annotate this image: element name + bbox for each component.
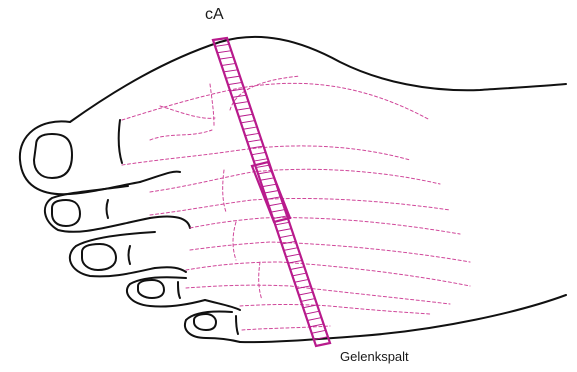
ruler-tick [219,57,233,59]
ruler-tick [239,114,253,116]
ruler-tick [269,203,283,206]
ruler-tick [295,279,309,282]
toes [20,120,240,342]
metatarsal-3-upper [190,218,460,234]
big-toe-nail [34,134,72,178]
ruler-tick [245,133,259,135]
ruler-tick [224,70,238,72]
ruler-tick [260,178,274,180]
metatarsal-4-upper [186,262,470,286]
ruler-tick [265,191,279,194]
bone-outlines [122,76,470,330]
fourth-toe-crease [178,282,180,298]
ruler-tick [299,292,313,295]
ruler-tick [301,299,315,302]
ruler-tick [303,305,317,308]
ruler-tick [241,121,255,123]
foot-sole-contour [240,295,566,342]
foot-dorsal-contour [70,37,566,122]
ruler-tick [243,127,257,129]
ruler-tick [217,51,231,53]
ruler-tick [292,273,306,276]
ruler-tick [230,89,244,91]
second-toe-nail [52,200,80,226]
fifth-toe-crease [236,316,238,334]
ruler-tick [226,76,240,78]
metatarsal-4-lower [186,285,450,304]
ruler-tick [254,159,268,161]
metatarsal-3-lower [190,242,470,262]
ruler-tick [258,171,272,173]
ruler-tick [215,44,229,46]
ruler-tick [280,235,294,238]
big-toe [20,121,140,194]
second-toe-crease [107,200,109,218]
ruler-tick [247,140,261,142]
ruler-tick [305,311,319,314]
metatarsal-5-upper [240,305,430,315]
label-gelenkspalt: Gelenkspalt [340,349,409,364]
ruler-tick [271,210,285,213]
ruler-tick [237,108,251,110]
ruler-tick [252,152,266,154]
metatarsal-2-lower [150,198,450,215]
metatarsal-2-upper [150,169,440,192]
ruler-tick [284,248,298,251]
second-toe [45,172,180,232]
ruler-tick [286,254,300,257]
third-toe-nail [82,244,116,270]
metatarsal-5-lower [242,326,330,330]
fourth-toe-nail [138,280,164,298]
metatarsal-1-upper [122,83,430,120]
phalanx-1-lines [150,106,215,140]
big-toe-crease [119,120,122,163]
ruler-tick [222,63,236,65]
label-ca: cA [205,6,224,24]
ruler-tick [307,318,321,321]
ruler-tick [262,184,276,186]
third-toe-crease [129,246,131,264]
ruler-tick [275,222,289,225]
ruler-tick [234,102,248,104]
ruler-tick [228,82,242,84]
tarsal-lines [210,76,300,300]
ruler-ticks [215,44,328,339]
fifth-toe-nail [194,314,216,330]
ruler-tick [290,267,304,270]
ruler-tick [312,330,326,333]
ruler-tick [277,229,291,232]
